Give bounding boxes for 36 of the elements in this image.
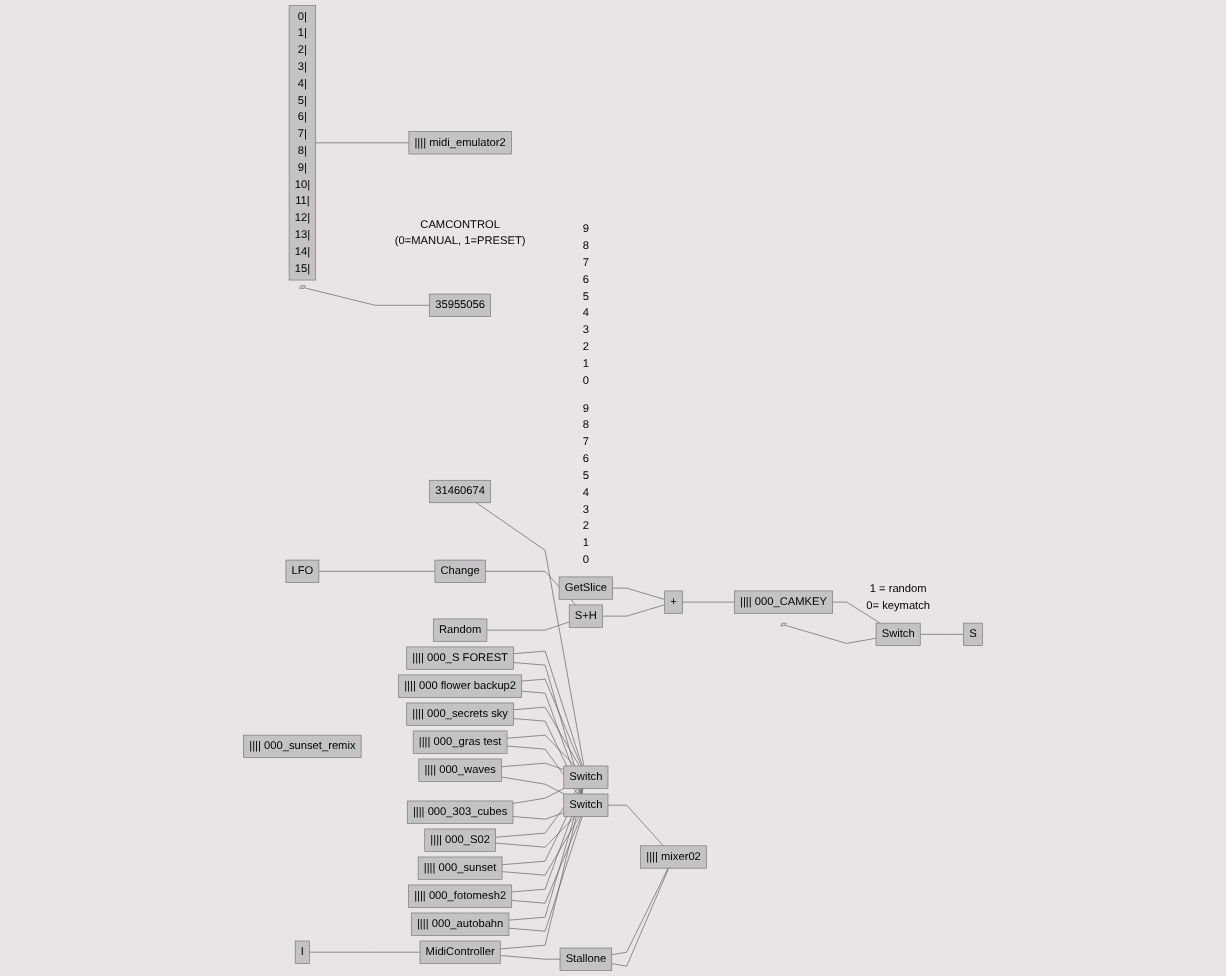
node-box xyxy=(299,285,306,289)
connector xyxy=(919,634,964,635)
connector xyxy=(513,650,583,767)
connector xyxy=(785,625,877,644)
connector xyxy=(512,788,565,804)
connector xyxy=(506,734,576,767)
connector xyxy=(495,788,579,838)
connector xyxy=(508,816,583,932)
connector xyxy=(495,816,576,848)
connector xyxy=(607,804,664,847)
connector xyxy=(512,812,565,820)
connector xyxy=(475,502,585,767)
connector xyxy=(832,601,881,624)
connector xyxy=(511,788,583,893)
connector xyxy=(501,776,565,795)
connector xyxy=(501,788,581,866)
connector xyxy=(304,287,430,306)
connector xyxy=(508,788,583,921)
connector xyxy=(511,816,582,904)
connector xyxy=(499,955,561,960)
connector xyxy=(513,706,580,767)
connector xyxy=(612,587,665,600)
connector xyxy=(513,662,583,795)
connector xyxy=(315,142,410,144)
connector xyxy=(602,604,665,617)
node-box xyxy=(780,622,787,627)
connector xyxy=(506,745,579,795)
connector xyxy=(499,788,584,950)
connector xyxy=(513,718,581,795)
connector xyxy=(318,570,436,572)
connector xyxy=(521,690,583,795)
connector xyxy=(682,601,735,603)
connector xyxy=(521,678,582,767)
connector xyxy=(501,762,565,770)
connector xyxy=(486,621,570,631)
connector xyxy=(309,951,421,953)
